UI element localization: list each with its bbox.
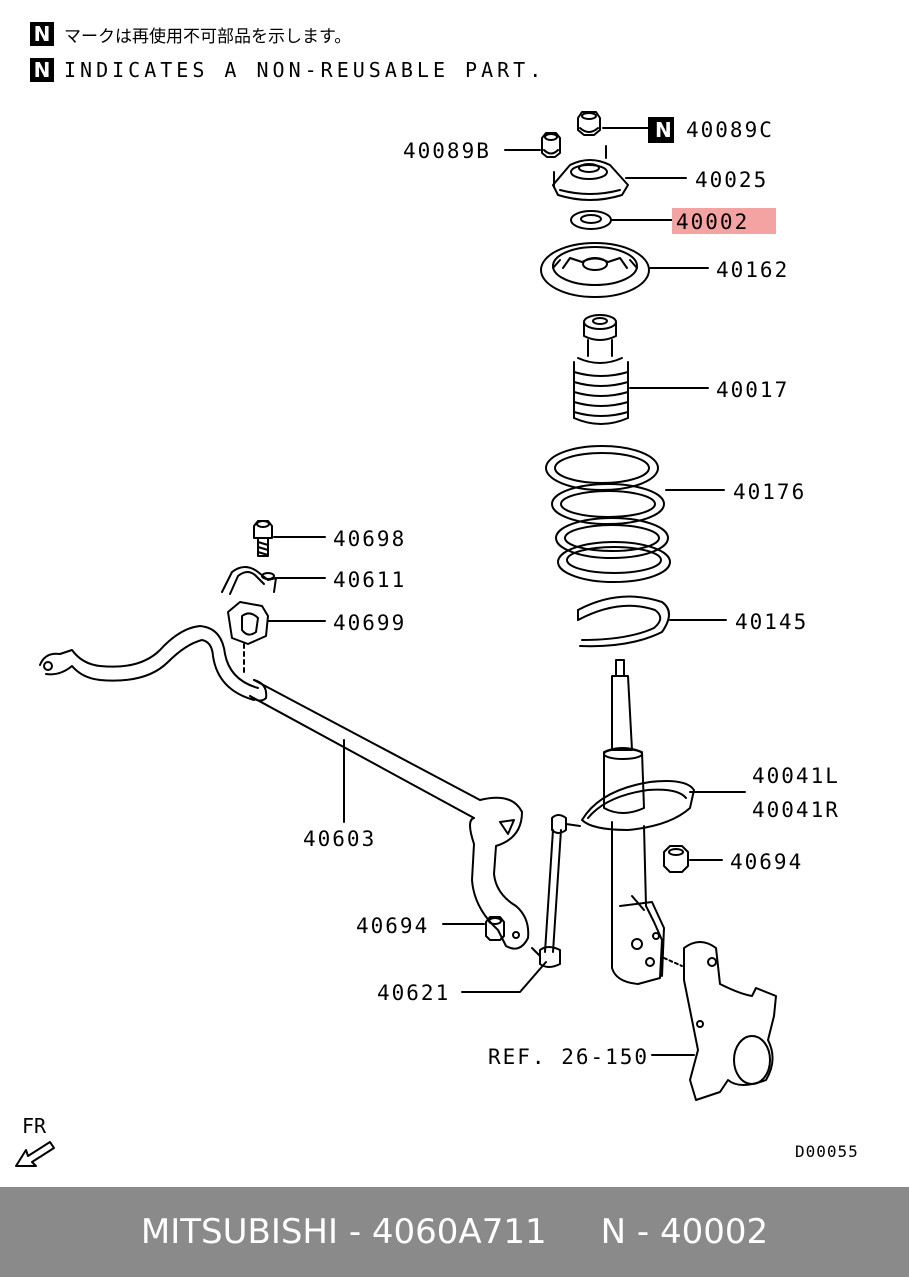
front-direction-label: FR bbox=[22, 1114, 47, 1138]
note-japanese: N マークは再使用不可部品を示します。 bbox=[30, 20, 545, 48]
strut-mount-40025[interactable] bbox=[552, 145, 629, 201]
badge-letter: N bbox=[655, 118, 672, 142]
spring-insulator-40145[interactable] bbox=[577, 595, 670, 648]
label-40694-strut[interactable]: 40694 bbox=[730, 850, 803, 874]
label-40025[interactable]: 40025 bbox=[695, 168, 768, 192]
label-40002[interactable]: 40002 bbox=[676, 210, 749, 234]
label-40089C[interactable]: 40089C bbox=[686, 118, 774, 142]
nut-40089B[interactable] bbox=[541, 132, 561, 158]
stabilizer-link-40621[interactable] bbox=[531, 814, 581, 968]
label-40699[interactable]: 40699 bbox=[333, 611, 406, 635]
label-40017[interactable]: 40017 bbox=[716, 378, 789, 402]
non-reusable-badge: N bbox=[30, 58, 54, 82]
highlight-40002 bbox=[672, 208, 776, 234]
nut-40089C[interactable] bbox=[577, 111, 601, 136]
label-ref-26-150[interactable]: REF. 26-150 bbox=[488, 1045, 649, 1069]
label-40089B[interactable]: 40089B bbox=[403, 139, 491, 163]
label-40176[interactable]: 40176 bbox=[733, 480, 806, 504]
note-japanese-text: マークは再使用不可部品を示します。 bbox=[64, 26, 352, 47]
nut-40694-strut[interactable] bbox=[663, 845, 689, 873]
strut-assembly-40041[interactable] bbox=[581, 659, 695, 985]
note-english: N INDICATES A NON-REUSABLE PART. bbox=[30, 56, 545, 84]
label-40041L[interactable]: 40041L bbox=[752, 764, 840, 788]
non-reusable-badge: N bbox=[30, 22, 54, 46]
diagram-code: D00055 bbox=[795, 1142, 859, 1161]
label-40694-bar[interactable]: 40694 bbox=[356, 914, 429, 938]
bolt-40698[interactable] bbox=[253, 520, 273, 557]
label-40603[interactable]: 40603 bbox=[303, 827, 376, 851]
dust-cover-40017[interactable] bbox=[573, 314, 629, 425]
front-arrow-icon bbox=[15, 1141, 55, 1167]
bracket-40611[interactable] bbox=[221, 566, 277, 595]
non-reusable-badge-40089C bbox=[648, 117, 674, 143]
stabilizer-bar-40603[interactable] bbox=[39, 625, 530, 950]
note-english-text: INDICATES A NON-REUSABLE PART. bbox=[64, 58, 546, 82]
bushing-40699[interactable] bbox=[227, 601, 269, 645]
footer-part-number: MITSUBISHI - 4060A711 N - 40002 bbox=[140, 1212, 769, 1252]
nut-40694-bar[interactable] bbox=[485, 916, 505, 941]
bearing-40002[interactable] bbox=[570, 210, 612, 230]
coil-spring-40176[interactable] bbox=[545, 445, 671, 583]
label-40041R[interactable]: 40041R bbox=[752, 798, 840, 822]
label-40611[interactable]: 40611 bbox=[333, 568, 406, 592]
notes: N マークは再使用不可部品を示します。 N INDICATES A NON-RE… bbox=[30, 20, 545, 92]
steering-knuckle[interactable] bbox=[663, 941, 777, 1101]
label-40621[interactable]: 40621 bbox=[377, 981, 450, 1005]
label-40698[interactable]: 40698 bbox=[333, 527, 406, 551]
footer-bar: MITSUBISHI - 4060A711 N - 40002 bbox=[0, 1187, 909, 1277]
label-40145[interactable]: 40145 bbox=[735, 610, 808, 634]
label-40162[interactable]: 40162 bbox=[716, 258, 789, 282]
parts-diagram: N 40089C 40089B 40025 40002 40162 bbox=[15, 111, 840, 1167]
spring-seat-40162[interactable] bbox=[540, 242, 650, 298]
